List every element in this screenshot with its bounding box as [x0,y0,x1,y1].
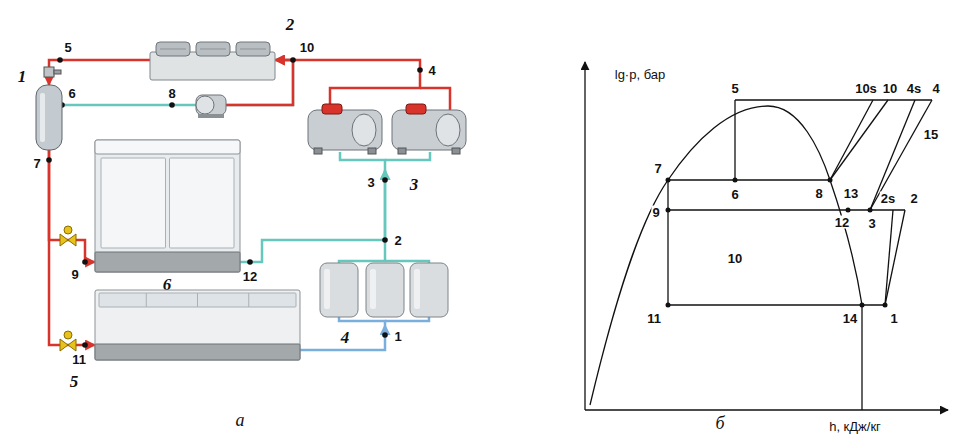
inlet-valve [44,67,61,77]
point-number: 5 [63,41,72,54]
panel-letter: а [235,411,246,429]
compressor-group: 3 [300,80,475,170]
point-number: 3 [867,217,876,230]
booster-compressor [196,95,226,118]
point-number: 6 [67,87,76,100]
point-number: 8 [167,87,176,100]
axis-label: h, кДж/кг [828,420,882,433]
point-number: 9 [651,206,660,219]
point-number: 9 [70,268,79,281]
pipe-connector [300,325,385,350]
point-number: 10 [882,82,898,95]
freezer-cabinet-picture [95,290,300,360]
compressor-group-picture [300,80,475,170]
air-condenser: 2 [150,40,275,80]
ph-chart [585,62,948,410]
point-number: 1 [393,330,402,343]
point-number: 8 [814,187,823,200]
callout-number: 2 [286,16,295,33]
point-number: 4s [906,82,922,95]
point-number: 4 [931,82,940,95]
point-number: 10 [299,41,315,54]
air-condenser-picture [150,40,275,80]
point-number: 1 [889,312,898,325]
pipe-connector [240,170,385,262]
point-number: 7 [32,157,41,170]
receiver-picture [36,85,62,150]
panel-letter: б [714,414,725,432]
point-number: 15 [923,128,939,141]
point-number: 12 [834,216,850,229]
point-number: 4 [427,64,436,77]
receiver: 1 [36,85,62,150]
state-point [46,57,423,348]
pipe-connector [49,150,95,345]
callout-number: 1 [18,68,27,85]
point-number: 14 [842,312,858,325]
point-number: 2 [909,192,918,205]
point-number: 13 [843,187,859,200]
scroll-compressor-group-picture [300,255,470,325]
point-number: 11 [646,312,662,325]
point-number: 2s [880,192,896,205]
point-number: 11 [71,353,87,366]
display-cabinet: 6 [95,140,240,272]
callout-number: 4 [341,329,350,346]
point-number: 6 [730,188,739,201]
freezer-cabinet: 5 [95,290,300,360]
axis-label: lg·p, бар [614,68,667,81]
expansion-valve [60,226,76,351]
callout-number: 5 [70,373,79,390]
point-number: 3 [366,176,375,189]
pipe-connector [49,60,150,85]
point-number: 10s [854,82,878,95]
point-number: 5 [730,82,739,95]
pipe-connector [275,60,420,80]
display-cabinet-picture [95,140,240,272]
point-number: 10 [727,252,743,265]
pipe-connector [49,150,95,262]
point-number: 7 [653,162,662,175]
callout-number: 3 [410,176,419,193]
scroll-compressor-group: 4 [300,255,470,325]
point-number: 2 [393,234,402,247]
chart-point [666,178,888,308]
point-number: 12 [242,270,258,283]
